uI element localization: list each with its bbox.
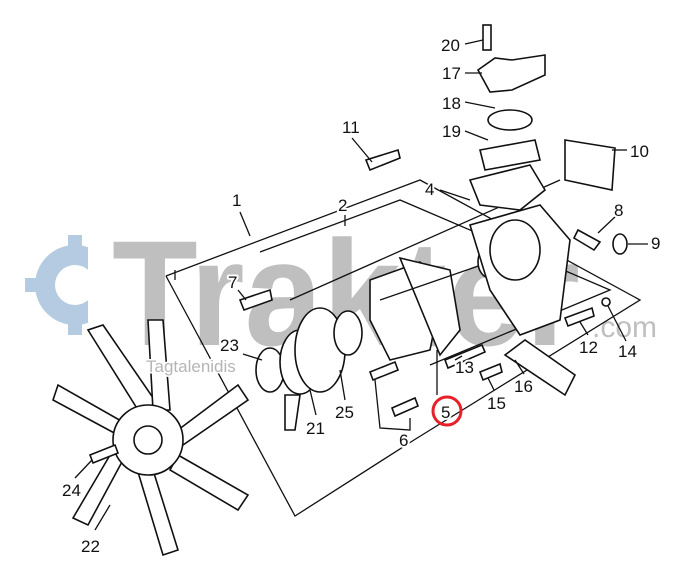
callout-18[interactable]: 18 (440, 92, 463, 115)
callout-22[interactable]: 22 (79, 535, 102, 558)
callout-labels: 20 17 18 19 11 10 4 1 2 8 9 7 14 12 23 1… (60, 34, 662, 558)
callout-24[interactable]: 24 (60, 479, 83, 502)
gear-logo-icon (25, 235, 148, 335)
callout-19[interactable]: 19 (440, 120, 463, 143)
callout-21[interactable]: 21 (304, 417, 327, 440)
belt (284, 394, 301, 431)
callout-5[interactable]: 5 (439, 401, 452, 424)
callout-11[interactable]: 11 (340, 116, 362, 139)
callout-4[interactable]: 4 (423, 178, 436, 201)
callout-9[interactable]: 9 (649, 232, 662, 255)
callout-10[interactable]: 10 (628, 140, 651, 163)
pump-body (88, 24, 628, 465)
callout-20[interactable]: 20 (439, 34, 462, 57)
callout-25[interactable]: 25 (333, 401, 356, 424)
leader-lines (74, 39, 648, 531)
callout-1[interactable]: 1 (230, 189, 243, 212)
highlight-circle (431, 395, 463, 427)
callout-2[interactable]: 2 (336, 194, 349, 217)
callout-17[interactable]: 17 (440, 62, 463, 85)
callout-8[interactable]: 8 (612, 199, 625, 222)
watermark-author: Tagtalenidis (146, 357, 236, 376)
fan (52, 319, 250, 557)
callout-12[interactable]: 12 (577, 336, 600, 359)
callout-23[interactable]: 23 (218, 334, 241, 357)
callout-16[interactable]: 16 (512, 375, 535, 398)
pulleys (255, 307, 363, 395)
callout-6[interactable]: 6 (397, 429, 410, 452)
callout-13[interactable]: 13 (453, 356, 476, 379)
callout-14[interactable]: 14 (616, 340, 639, 363)
callout-15[interactable]: 15 (485, 392, 508, 415)
callout-7[interactable]: 7 (226, 271, 239, 294)
